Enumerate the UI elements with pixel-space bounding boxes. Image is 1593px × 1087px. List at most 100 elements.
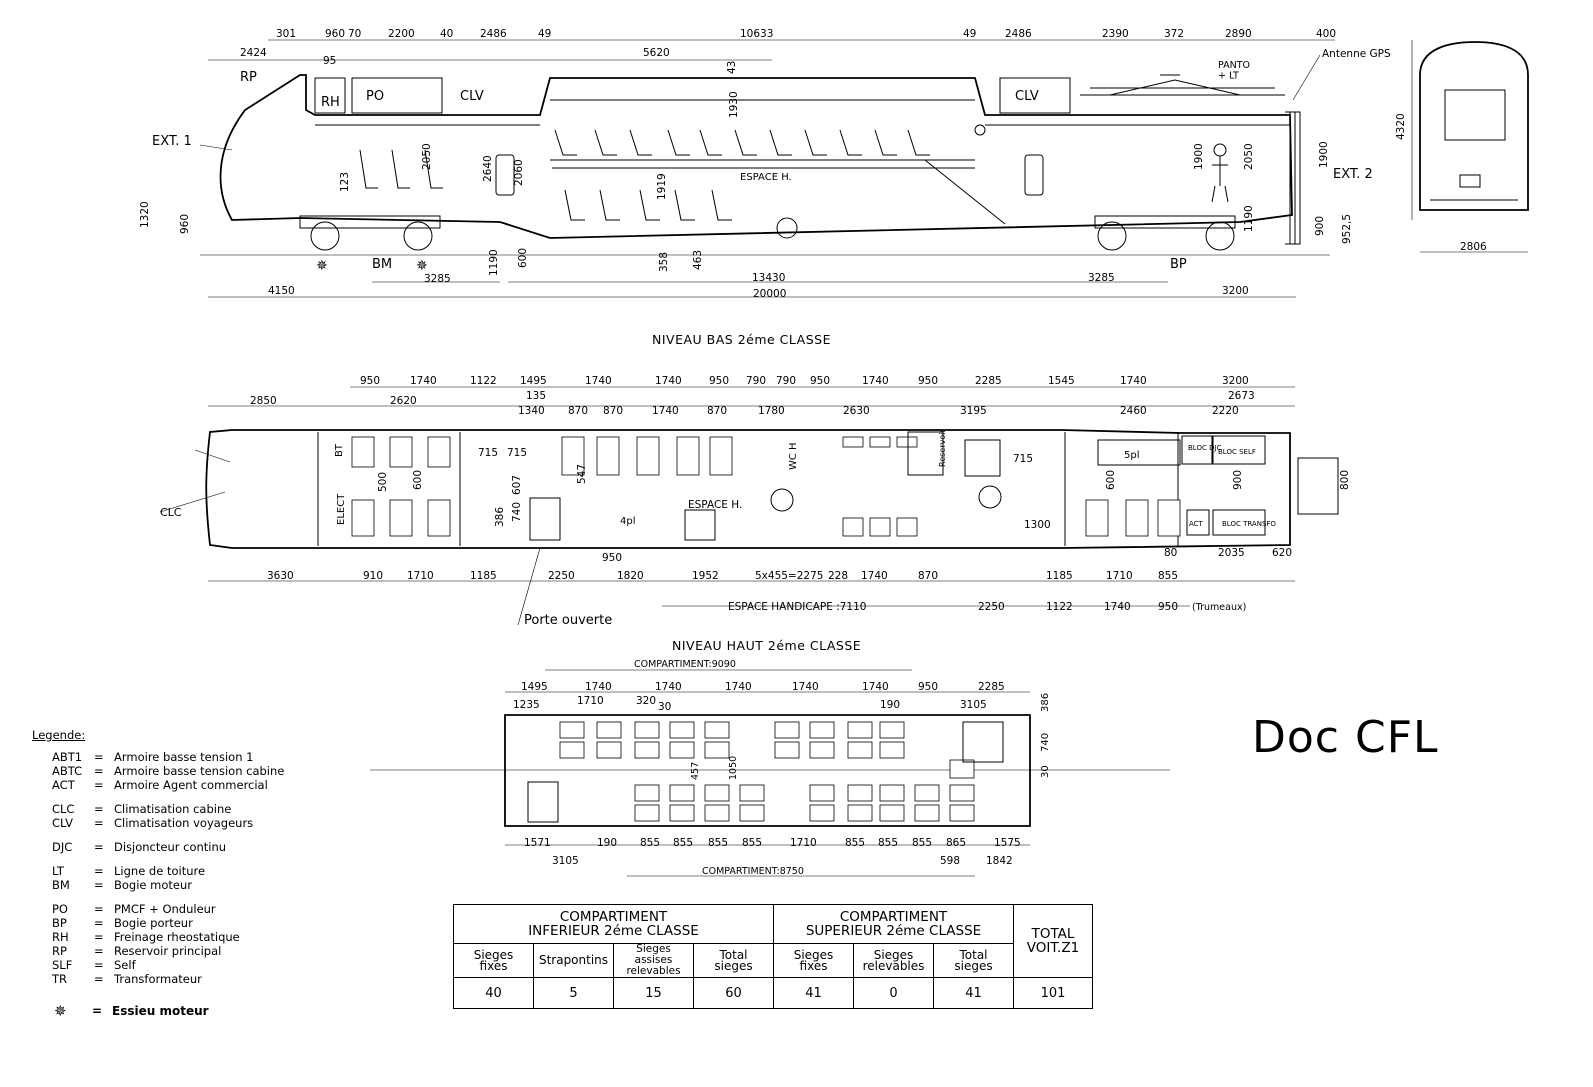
svg-text:95: 95 xyxy=(323,55,336,67)
legend-text: Armoire Agent commercial xyxy=(114,778,268,792)
legend-equals: = xyxy=(94,778,104,792)
svg-text:ESPACE H.: ESPACE H. xyxy=(688,499,742,511)
legend-code: RH xyxy=(52,930,69,944)
svg-text:1740: 1740 xyxy=(1104,601,1131,613)
legend-text: PMCF + Onduleur xyxy=(114,902,216,916)
svg-text:740: 740 xyxy=(511,502,523,522)
svg-text:49: 49 xyxy=(538,28,551,40)
svg-text:(Trumeaux): (Trumeaux) xyxy=(1192,602,1246,613)
legend-entry: BM=Bogie moteur xyxy=(32,878,352,892)
svg-text:5x455=2275: 5x455=2275 xyxy=(755,570,823,582)
svg-text:COMPARTIMENT:8750: COMPARTIMENT:8750 xyxy=(702,866,804,877)
end-view: 4320 2806 xyxy=(1395,40,1529,253)
legend-text: Reservoir principal xyxy=(114,944,222,958)
legend-code: CLV xyxy=(52,816,74,830)
svg-text:463: 463 xyxy=(692,250,704,270)
legend-text: Freinage rheostatique xyxy=(114,930,240,944)
svg-text:372: 372 xyxy=(1164,28,1184,40)
svg-text:3200: 3200 xyxy=(1222,375,1249,387)
svg-text:30: 30 xyxy=(658,701,671,713)
svg-text:BT: BT xyxy=(334,443,345,457)
svg-text:1780: 1780 xyxy=(758,405,785,417)
legend-equals: = xyxy=(94,958,104,972)
svg-text:2620: 2620 xyxy=(390,395,417,407)
svg-text:1190: 1190 xyxy=(1243,205,1255,232)
svg-text:1190: 1190 xyxy=(488,249,500,276)
legend-code: LT xyxy=(52,864,64,878)
svg-text:Antenne GPS: Antenne GPS xyxy=(1322,48,1391,60)
svg-text:2630: 2630 xyxy=(843,405,870,417)
svg-text:40: 40 xyxy=(440,28,453,40)
svg-text:3195: 3195 xyxy=(960,405,987,417)
svg-text:ELECT: ELECT xyxy=(336,493,347,525)
svg-text:2285: 2285 xyxy=(978,681,1005,693)
svg-text:1740: 1740 xyxy=(1120,375,1147,387)
legend-text: Ligne de toiture xyxy=(114,864,206,878)
svg-text:10633: 10633 xyxy=(740,28,773,40)
svg-text:870: 870 xyxy=(918,570,938,582)
svg-text:2486: 2486 xyxy=(480,28,507,40)
svg-text:910: 910 xyxy=(363,570,383,582)
legend-code: DJC xyxy=(52,840,73,854)
svg-text:960: 960 xyxy=(325,28,345,40)
bogie-carrier xyxy=(1094,215,1236,251)
svg-text:BLOC SELF: BLOC SELF xyxy=(1218,448,1256,456)
legend-gap xyxy=(32,854,352,864)
motor-axle-icon: ✵ xyxy=(54,1002,67,1020)
value-cell: 41 xyxy=(773,977,854,1009)
svg-text:900: 900 xyxy=(1232,470,1244,490)
svg-text:386: 386 xyxy=(1040,693,1051,712)
svg-text:950: 950 xyxy=(1158,601,1178,613)
legend-essieu-moteur: ✵ = Essieu moteur xyxy=(32,1002,352,1020)
svg-text:1710: 1710 xyxy=(577,695,604,707)
svg-text:1122: 1122 xyxy=(470,375,497,387)
svg-text:855: 855 xyxy=(912,837,932,849)
svg-text:2285: 2285 xyxy=(975,375,1002,387)
svg-text:1740: 1740 xyxy=(585,375,612,387)
svg-text:1320: 1320 xyxy=(139,201,151,228)
legend-gap xyxy=(32,892,352,902)
svg-text:43: 43 xyxy=(726,61,738,74)
value-cell: 5 xyxy=(533,977,614,1009)
elevation-labels: RP RH PO CLV CLV PANTO+ LT Antenne GPS E… xyxy=(152,48,1391,272)
svg-text:1185: 1185 xyxy=(1046,570,1073,582)
svg-text:70: 70 xyxy=(348,28,361,40)
svg-text:1575: 1575 xyxy=(994,837,1021,849)
svg-text:1820: 1820 xyxy=(617,570,644,582)
legend-text: Armoire basse tension cabine xyxy=(114,764,285,778)
svg-text:952,5: 952,5 xyxy=(1341,214,1353,244)
svg-text:ESPACE H.: ESPACE H. xyxy=(740,172,792,183)
motor-axle-symbol: ✵ xyxy=(416,258,428,274)
legend-code: SLF xyxy=(52,958,73,972)
svg-text:855: 855 xyxy=(742,837,762,849)
legend-equals: = xyxy=(94,840,104,854)
bogie-motor xyxy=(299,215,441,251)
svg-text:190: 190 xyxy=(880,699,900,711)
legend-code: ABT1 xyxy=(52,750,83,764)
svg-text:30: 30 xyxy=(1040,765,1051,778)
value-cell: 40 xyxy=(453,977,534,1009)
svg-text:1930: 1930 xyxy=(728,91,740,118)
svg-text:740: 740 xyxy=(1040,733,1051,752)
svg-text:2850: 2850 xyxy=(250,395,277,407)
legend-entry: LT=Ligne de toiture xyxy=(32,864,352,878)
svg-text:5620: 5620 xyxy=(643,47,670,59)
svg-text:950: 950 xyxy=(810,375,830,387)
legend-entry: ACT=Armoire Agent commercial xyxy=(32,778,352,792)
svg-text:320: 320 xyxy=(636,695,656,707)
svg-text:2060: 2060 xyxy=(513,159,525,186)
svg-text:2424: 2424 xyxy=(240,47,267,59)
svg-text:49: 49 xyxy=(963,28,976,40)
legend-entry: ABTC=Armoire basse tension cabine xyxy=(32,764,352,778)
svg-text:2460: 2460 xyxy=(1120,405,1147,417)
svg-text:EXT. 2: EXT. 2 xyxy=(1333,167,1373,182)
col-strapontins: Strapontins xyxy=(533,943,614,978)
svg-text:CLV: CLV xyxy=(1015,89,1039,104)
legend-code: ABTC xyxy=(52,764,83,778)
